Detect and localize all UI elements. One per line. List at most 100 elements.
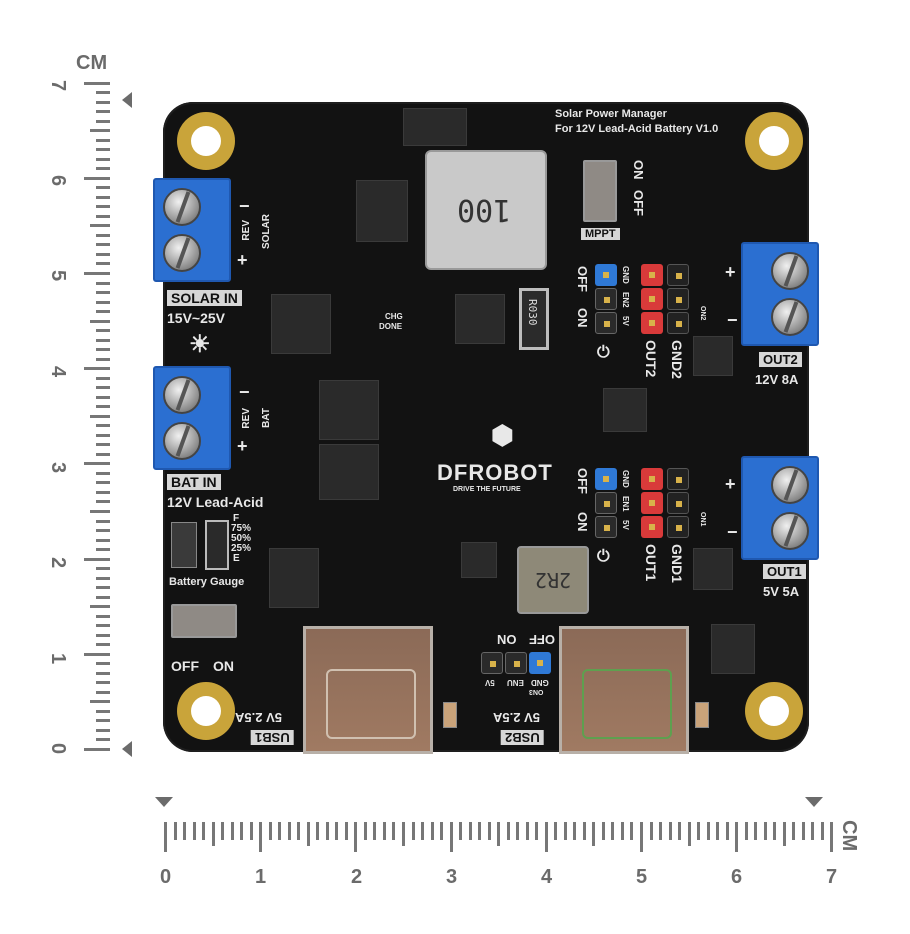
ruler-tick: [221, 822, 225, 840]
solar-in-terminal[interactable]: [153, 178, 231, 282]
ruler-tick: [90, 224, 110, 228]
ruler-tick: [96, 376, 110, 380]
ruler-tick: [96, 252, 110, 256]
out1-ic: [693, 548, 733, 590]
terminal-screw[interactable]: [163, 188, 201, 226]
hruler-label-6: 6: [731, 866, 743, 888]
ruler-tick: [202, 822, 206, 840]
battery-gauge-label: Battery Gauge: [169, 576, 245, 588]
ruler-tick: [183, 822, 187, 840]
gauge-switch[interactable]: [171, 604, 237, 638]
gnd1-header-label: GND1: [669, 544, 685, 583]
ruler-tick: [84, 81, 110, 85]
out2-jumper-cap[interactable]: [595, 312, 617, 334]
out1-jumper-pin[interactable]: [595, 468, 617, 490]
usb2-port[interactable]: [559, 626, 689, 754]
usb2-jumper-cap[interactable]: [481, 652, 503, 674]
out1-header-pin[interactable]: [641, 516, 663, 538]
usb2-ic: [711, 624, 755, 674]
hruler-label-4: 4: [541, 866, 553, 888]
gnd2-header-pin[interactable]: [667, 288, 689, 310]
bat-rev-label: REV: [241, 408, 252, 429]
out2-header-pin[interactable]: [641, 288, 663, 310]
ruler-tick: [96, 167, 110, 171]
ruler-tick: [773, 822, 777, 840]
ruler-tick: [830, 822, 834, 852]
out1-terminal[interactable]: [741, 456, 819, 560]
vruler-label-6: 6: [47, 174, 70, 187]
ruler-tick: [84, 557, 110, 561]
usb2-jumper-pin[interactable]: [529, 652, 551, 674]
mosfet-1: [356, 180, 408, 242]
sun-icon: ☀: [189, 331, 211, 358]
horizontal-ruler-unit: CM: [838, 820, 860, 852]
ruler-tick: [421, 822, 425, 840]
ruler-tick: [649, 822, 653, 840]
out1-header-label: OUT1: [643, 544, 659, 582]
gnd1-header-pin[interactable]: [667, 516, 689, 538]
out1-jumper-cap[interactable]: [595, 492, 617, 514]
mppt-label: MPPT: [581, 228, 620, 240]
gnd2-header-pin[interactable]: [667, 264, 689, 286]
ruler-tick: [90, 319, 110, 323]
ruler-tick: [96, 138, 110, 142]
gnd1-header-pin[interactable]: [667, 468, 689, 490]
terminal-screw[interactable]: [163, 234, 201, 272]
ruler-tick: [96, 719, 110, 723]
terminal-screw[interactable]: [163, 422, 201, 460]
gnd2-header-pin[interactable]: [667, 312, 689, 334]
ruler-tick: [96, 262, 110, 266]
hruler-label-0: 0: [160, 866, 172, 888]
ruler-tick: [173, 822, 177, 840]
pcb-board: Solar Power Manager For 12V Lead-Acid Ba…: [153, 102, 819, 754]
ruler-tick: [96, 243, 110, 247]
out2-header-pin[interactable]: [641, 264, 663, 286]
usb1-contacts: [326, 669, 416, 739]
ruler-tick: [96, 662, 110, 666]
ruler-tick: [325, 822, 329, 840]
vruler-label-2: 2: [47, 556, 70, 569]
mppt-off-label: OFF: [631, 190, 646, 216]
ruler-tick: [96, 357, 110, 361]
on3-led-label: ON3: [529, 688, 544, 695]
usb2-pin-gnd: GND: [531, 678, 549, 687]
gauge-level-full: F: [233, 513, 240, 524]
ruler-tick: [573, 822, 577, 840]
mppt-on-label: ON: [631, 160, 646, 180]
ruler-tick: [668, 822, 672, 840]
ruler-marker-bottom: [122, 741, 132, 757]
out2-jumper-cap[interactable]: [595, 288, 617, 310]
usb2-jumper-cap[interactable]: [505, 652, 527, 674]
out2-jumper-pin[interactable]: [595, 264, 617, 286]
ruler-tick: [96, 490, 110, 494]
terminal-screw[interactable]: [163, 376, 201, 414]
out2-label: OUT2: [759, 352, 802, 367]
terminal-screw[interactable]: [771, 466, 809, 504]
out2-header-pin[interactable]: [641, 312, 663, 334]
bat-in-terminal[interactable]: [153, 366, 231, 470]
out1-rating: 5V 5A: [763, 584, 800, 599]
mounting-hole-top-right: [745, 112, 803, 170]
ruler-tick: [84, 748, 110, 751]
ruler-tick: [96, 633, 110, 637]
out1-jumper-cap[interactable]: [595, 516, 617, 538]
ruler-tick: [382, 822, 386, 840]
terminal-screw[interactable]: [771, 252, 809, 290]
gnd1-header-pin[interactable]: [667, 492, 689, 514]
ruler-tick: [754, 822, 758, 840]
out1-header-pin[interactable]: [641, 492, 663, 514]
ruler-tick: [96, 110, 110, 114]
out2-jumper-on: ON: [575, 308, 590, 328]
vruler-label-7: 7: [47, 79, 70, 92]
ruler-tick: [335, 822, 339, 840]
usb1-port[interactable]: [303, 626, 433, 754]
ruler-tick: [90, 605, 110, 609]
terminal-screw[interactable]: [771, 298, 809, 336]
ruler-tick: [96, 595, 110, 599]
shunt-resistor-value: R030: [526, 299, 539, 326]
mppt-switch[interactable]: [583, 160, 617, 222]
terminal-screw[interactable]: [771, 512, 809, 550]
capacitor: [695, 702, 709, 728]
out1-header-pin[interactable]: [641, 468, 663, 490]
out2-terminal[interactable]: [741, 242, 819, 346]
